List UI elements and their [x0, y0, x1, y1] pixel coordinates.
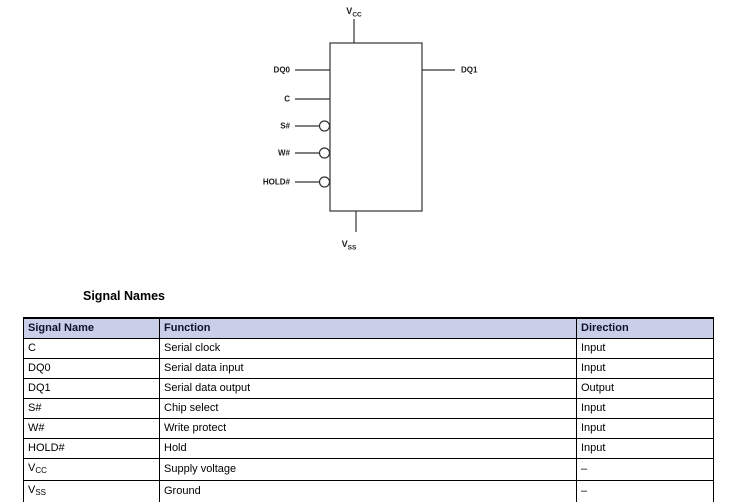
pin-label-hold: HOLD#: [263, 178, 291, 187]
table-header-row: Signal Name Function Direction: [23, 317, 714, 339]
signal-cell: W#: [23, 418, 160, 439]
header-function: Function: [159, 317, 577, 339]
pin-label-vss: VSS: [342, 239, 357, 252]
direction-cell: Output: [576, 378, 714, 399]
function-cell: Write protect: [159, 418, 577, 439]
pin-diagram: VCC VSS DQ0 C S# W# HOLD# DQ1: [263, 6, 478, 252]
signal-cell: DQ1: [23, 378, 160, 399]
w-active-low-bubble: [318, 147, 331, 159]
signal-cell: VCC: [23, 458, 160, 481]
table-row: HOLD# Hold Input: [23, 438, 714, 459]
table-row: S# Chip select Input: [23, 398, 714, 419]
pin-label-s: S#: [280, 122, 290, 131]
section-heading: Signal Names: [83, 289, 165, 303]
function-cell: Serial data input: [159, 358, 577, 379]
direction-cell: –: [576, 480, 714, 502]
signal-cell: VSS: [23, 480, 160, 502]
table-row: W# Write protect Input: [23, 418, 714, 439]
chip-body: [329, 42, 423, 212]
function-cell: Ground: [159, 480, 577, 502]
table-row: VCC Supply voltage –: [23, 458, 714, 481]
pin-label-dq1: DQ1: [461, 66, 478, 75]
signal-cell: C: [23, 338, 160, 359]
function-cell: Chip select: [159, 398, 577, 419]
header-signal-name: Signal Name: [23, 317, 160, 339]
table-row: DQ0 Serial data input Input: [23, 358, 714, 379]
signal-names-table: Signal Name Function Direction C Serial …: [23, 317, 714, 502]
function-cell: Hold: [159, 438, 577, 459]
table-row: VSS Ground –: [23, 480, 714, 502]
pin-label-vcc: VCC: [346, 6, 362, 19]
direction-cell: Input: [576, 358, 714, 379]
direction-cell: Input: [576, 398, 714, 419]
pin-label-w: W#: [278, 149, 291, 158]
signal-cell: S#: [23, 398, 160, 419]
table-row: C Serial clock Input: [23, 338, 714, 359]
direction-cell: Input: [576, 438, 714, 459]
signal-cell: HOLD#: [23, 438, 160, 459]
signal-cell: DQ0: [23, 358, 160, 379]
direction-cell: Input: [576, 418, 714, 439]
function-cell: Serial clock: [159, 338, 577, 359]
header-direction: Direction: [576, 317, 714, 339]
pin-label-c: C: [284, 95, 290, 104]
hold-active-low-bubble: [318, 176, 331, 188]
s-active-low-bubble: [318, 120, 331, 132]
table-row: DQ1 Serial data output Output: [23, 378, 714, 399]
function-cell: Serial data output: [159, 378, 577, 399]
function-cell: Supply voltage: [159, 458, 577, 481]
direction-cell: Input: [576, 338, 714, 359]
direction-cell: –: [576, 458, 714, 481]
pin-label-dq0: DQ0: [274, 66, 291, 75]
